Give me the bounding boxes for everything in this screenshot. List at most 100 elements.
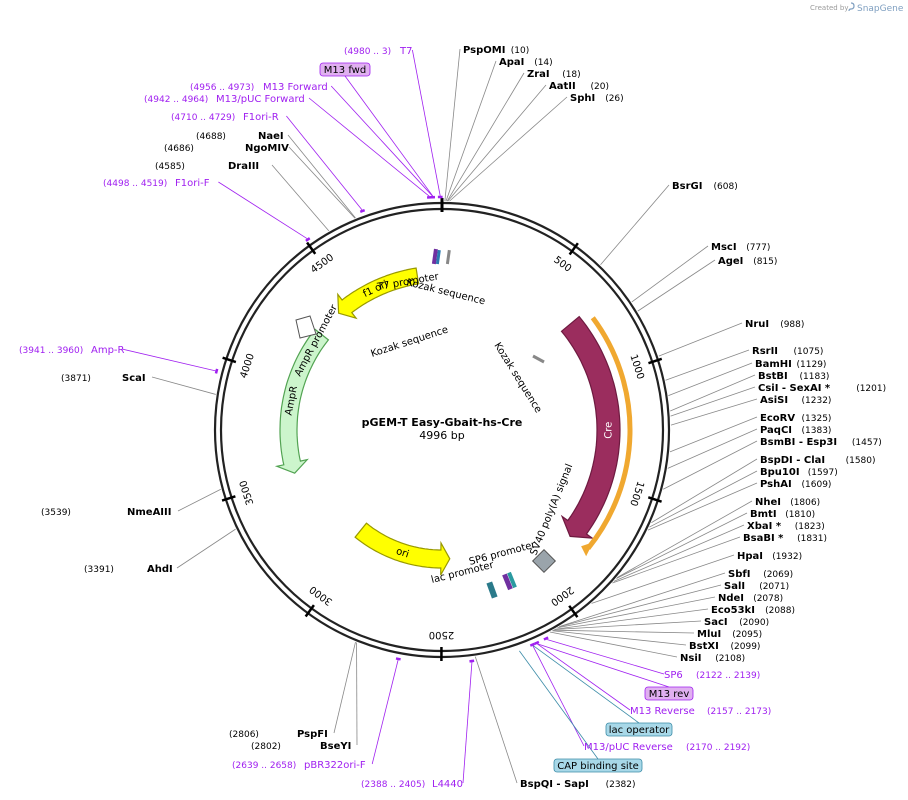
- enzyme-position: (1457): [852, 438, 882, 448]
- lac-operator-mark: [507, 571, 517, 589]
- primer-mark-m13-reverse: [534, 640, 540, 645]
- boxed-label-m13-fwd: M13 fwd: [319, 62, 371, 77]
- leader-pshai: [647, 482, 758, 531]
- outer-arc-head: [581, 542, 594, 557]
- enzyme-position: (1831): [797, 534, 827, 544]
- primer-leader: [412, 49, 441, 197]
- enzyme-position: (4686): [164, 144, 194, 154]
- primer-f1ori-f: (4498 .. 4519)F1ori-F: [103, 178, 210, 189]
- enzyme-position: (1129): [797, 360, 827, 370]
- enzyme-position: (14): [534, 58, 552, 68]
- leader-nhei: [616, 500, 753, 578]
- tick-label-3000: 3000: [308, 583, 335, 607]
- enzyme-name: NheI: [755, 497, 781, 508]
- enzyme-position: (1810): [785, 510, 815, 520]
- leader-naei: [287, 134, 356, 219]
- enzyme-pspfi: (2806)PspFI: [229, 729, 328, 740]
- primer-f1ori-r: (4710 .. 4729)F1ori-R: [171, 112, 279, 123]
- primer-leader: [330, 85, 433, 197]
- enzyme-agei: AgeI(815): [718, 256, 777, 267]
- boxed-label-bg: [319, 62, 371, 77]
- enzyme-nhei: NheI(1806): [755, 497, 820, 508]
- leader-mlui: [553, 629, 695, 634]
- enzyme-position: (815): [753, 257, 777, 267]
- boxed-label-m13-rev: M13 rev: [644, 686, 694, 701]
- leader-bamhi: [668, 362, 753, 396]
- enzyme-pspomi: PspOMI(10): [463, 45, 529, 56]
- enzyme-name: AsiSI: [760, 395, 788, 406]
- enzyme-position: (2069): [763, 570, 793, 580]
- enzyme-pshai: PshAI(1609): [760, 479, 831, 490]
- enzyme-bspdi-clai: BspDI - ClaI(1580): [760, 455, 876, 466]
- leader-bmti: [616, 512, 748, 579]
- enzyme-position: (2099): [731, 642, 761, 652]
- tick-label-4500: 4500: [309, 252, 336, 276]
- feature-cre-shape: [560, 315, 621, 539]
- enzyme-csii-sexai: CsiI - SexAI * (1201): [758, 383, 886, 394]
- enzyme-xbai: XbaI *(1823): [747, 521, 825, 532]
- leader-nsii: [549, 631, 678, 658]
- enzyme-naei: (4688)NaeI: [196, 131, 284, 142]
- tick-label-500: 500: [551, 255, 573, 275]
- leader-nrui: [658, 322, 743, 357]
- label-sv40-polya: SV40 poly(A) signal: [529, 462, 576, 557]
- leader-scai: [151, 376, 216, 395]
- enzyme-position: (2382): [606, 780, 636, 790]
- enzyme-name: SacI: [704, 617, 728, 628]
- site-labels: PspOMI(10)ApaI(14)ZraI(18)AatII(20)SphI(…: [19, 45, 886, 790]
- enzyme-mlui: MluI(2095): [697, 629, 762, 640]
- feature-ori: ori: [354, 522, 451, 576]
- enzyme-eco53ki: Eco53kI(2088): [711, 605, 795, 616]
- leader-eco53ki: [554, 608, 709, 630]
- feature-ori-shape: [354, 522, 451, 576]
- leader-xbai: [613, 524, 745, 582]
- enzyme-sbfi: SbfI(2069): [728, 569, 793, 580]
- primer-mark-m13-puc-reverse: [529, 642, 536, 647]
- primer-leader: [462, 662, 473, 784]
- feature-f1-ori: f1 ori: [337, 267, 420, 320]
- credit-prefix: Created by: [810, 4, 849, 12]
- enzyme-position: (1609): [802, 480, 832, 490]
- enzyme-name: RsrII: [752, 346, 778, 357]
- enzyme-position: (2108): [715, 654, 745, 664]
- enzyme-name: NsiI: [680, 653, 701, 664]
- enzyme-name: CsiI - SexAI *: [758, 383, 831, 394]
- enzyme-nsii: NsiI (2108): [680, 653, 745, 664]
- enzyme-position: (1075): [794, 347, 824, 357]
- leader-aatii: [447, 84, 547, 202]
- enzyme-position: (3871): [61, 374, 91, 384]
- primer-range: (4710 .. 4729): [171, 113, 235, 123]
- leader-nmeaiii: [177, 488, 221, 512]
- primer-mark-amp-r: [214, 368, 219, 374]
- enzyme-name: BseYI: [320, 741, 351, 752]
- feature-ampr: AmpR: [274, 328, 330, 474]
- enzyme-position: (1201): [856, 384, 886, 394]
- primer-t7: (4980 .. 3)T7: [344, 46, 412, 57]
- tick-4000: [222, 356, 237, 364]
- primer-mark-pbr322ori-f: [395, 657, 401, 661]
- primer-range: (2388 .. 2405): [361, 780, 425, 790]
- primer-leader: [286, 115, 363, 211]
- primer-range: (4942 .. 4964): [144, 95, 208, 105]
- primer-name: M13/pUC Forward: [216, 94, 305, 105]
- feature-f1-ori-shape: [337, 267, 420, 320]
- enzyme-name: NaeI: [258, 131, 284, 142]
- boxed-label-bg: [644, 686, 694, 701]
- enzyme-position: (1932): [772, 552, 802, 562]
- enzyme-rsrii: RsrII (1075): [752, 346, 823, 357]
- leader-bspqi-sapi: [474, 656, 518, 784]
- leader-sbfi: [559, 572, 726, 627]
- enzyme-name: PspFI: [297, 729, 328, 740]
- enzyme-name: NgoMIV: [245, 143, 289, 154]
- enzyme-hpai: HpaI(1932): [737, 551, 802, 562]
- leader-rsrii: [665, 349, 750, 381]
- primer-range: (2639 .. 2658): [232, 761, 296, 771]
- leader-bsrgi: [600, 184, 670, 266]
- t7-promoter-mark: [431, 248, 438, 265]
- enzyme-name: BamHI: [755, 359, 792, 370]
- enzyme-position: (1325): [802, 414, 832, 424]
- enzyme-name: NdeI: [718, 593, 744, 604]
- tick-2000: [568, 605, 579, 618]
- enzyme-ecorv: EcoRV(1325): [760, 413, 831, 424]
- enzyme-position: (1232): [802, 396, 832, 406]
